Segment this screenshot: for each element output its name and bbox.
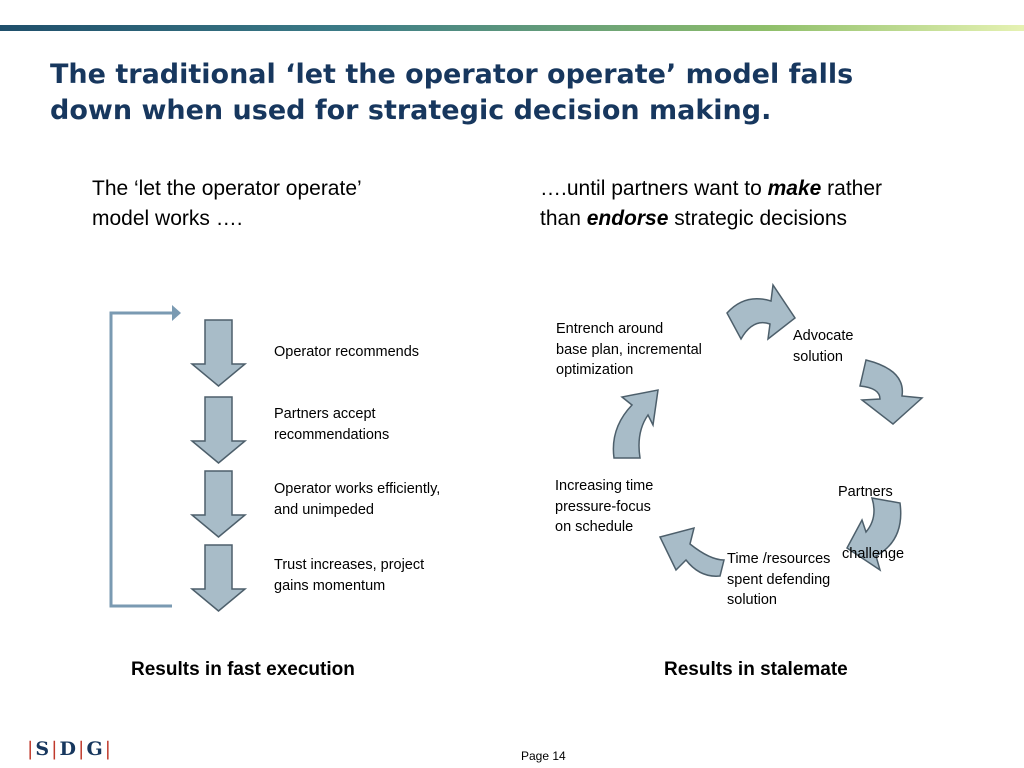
cycle-arrow-top: [726, 282, 797, 341]
emphasis-make: make: [767, 177, 822, 200]
header-gradient-bar: [0, 25, 1024, 31]
right-subtitle-text: rather: [821, 177, 883, 200]
step-label-1-line-1: Operator recommends: [274, 344, 420, 360]
step-label-3-line-1: Operator works efficiently,: [274, 481, 441, 497]
logo-letter-d: D: [59, 738, 77, 760]
cycle-label-advocate: Advocate solution: [793, 326, 853, 367]
right-subtitle-text: than: [540, 207, 587, 230]
right-subtitle: ….until partners want to make rather tha…: [540, 174, 882, 234]
feedback-loop-line: [109, 311, 172, 608]
cycle-label-challenge-line-2: challenge: [838, 545, 905, 562]
step-label-2: Partners accept recommendations: [274, 404, 389, 445]
cycle-label-challenge-line-1: Partners: [838, 484, 893, 500]
step-label-4-line-2: gains momentum: [274, 577, 386, 594]
cycle-label-pressure-line-2: pressure-focus: [555, 498, 651, 515]
step-label-4: Trust increases, project gains momentum: [274, 555, 424, 596]
step-label-1: Operator recommends: [274, 342, 419, 363]
cycle-label-entrench-line-1: Entrench around: [556, 321, 664, 337]
cycle-label-entrench-line-2: base plan, incremental: [556, 341, 702, 358]
step-label-2-line-2: recommendations: [274, 426, 390, 443]
cycle-label-defend-line-3: solution: [727, 592, 777, 608]
left-subtitle-line-2: model works ….: [92, 207, 243, 230]
emphasis-endorse: endorse: [586, 207, 669, 230]
step-label-3: Operator works efficiently, and unimpede…: [274, 479, 440, 520]
right-subtitle-line-2: than endorse strategic decisions: [540, 204, 882, 234]
left-subtitle-line-1: The ‘let the operator operate’: [92, 177, 362, 200]
left-subtitle: The ‘let the operator operate’ model wor…: [92, 174, 362, 234]
left-result: Results in fast execution: [131, 659, 355, 680]
cycle-label-pressure-line-3: on schedule: [555, 519, 634, 535]
page-title-line-1: The traditional ‘let the operator operat…: [50, 59, 854, 90]
cycle-label-pressure-line-1: Increasing time: [555, 478, 654, 494]
cycle-label-entrench-line-3: optimization: [556, 362, 634, 378]
logo-letter-s: S: [35, 738, 50, 760]
cycle-label-challenge: Partners challenge: [838, 441, 904, 585]
cycle-label-defend-line-2: spent defending: [727, 571, 831, 588]
page-title-line-2: down when used for strategic decision ma…: [50, 95, 772, 126]
page-title: The traditional ‘let the operator operat…: [50, 57, 1000, 129]
right-result: Results in stalemate: [664, 659, 848, 680]
right-subtitle-line-1: ….until partners want to make rather: [540, 174, 882, 204]
down-arrow-4: [189, 544, 248, 612]
right-subtitle-text: strategic decisions: [668, 207, 848, 230]
cycle-label-defend: Time /resources spent defending solution: [727, 549, 830, 611]
logo-letter-g: G: [86, 738, 103, 760]
down-arrow-1: [189, 319, 248, 387]
sdg-logo: |S|D|G|: [27, 738, 112, 760]
cycle-label-advocate-line-2: solution: [793, 348, 843, 365]
cycle-label-defend-line-1: Time /resources: [727, 551, 831, 567]
cycle-arrow-left: [612, 389, 659, 459]
cycle-arrow-right-upper: [859, 359, 924, 425]
down-arrow-3: [189, 470, 248, 538]
cycle-label-advocate-line-1: Advocate: [793, 328, 854, 344]
feedback-loop-arrowhead: [172, 305, 181, 321]
cycle-arrow-bottom: [658, 526, 725, 577]
page-number: Page 14: [521, 749, 566, 763]
cycle-arrow-right-lower: [846, 497, 902, 572]
step-label-4-line-1: Trust increases, project: [274, 557, 425, 573]
cycle-label-pressure: Increasing time pressure-focus on schedu…: [555, 476, 653, 538]
cycle-label-entrench: Entrench around base plan, incremental o…: [556, 319, 702, 381]
down-arrow-2: [189, 396, 248, 464]
step-label-3-line-2: and unimpeded: [274, 501, 374, 518]
step-label-2-line-1: Partners accept: [274, 406, 376, 422]
right-subtitle-text: ….until partners want to: [540, 177, 768, 200]
